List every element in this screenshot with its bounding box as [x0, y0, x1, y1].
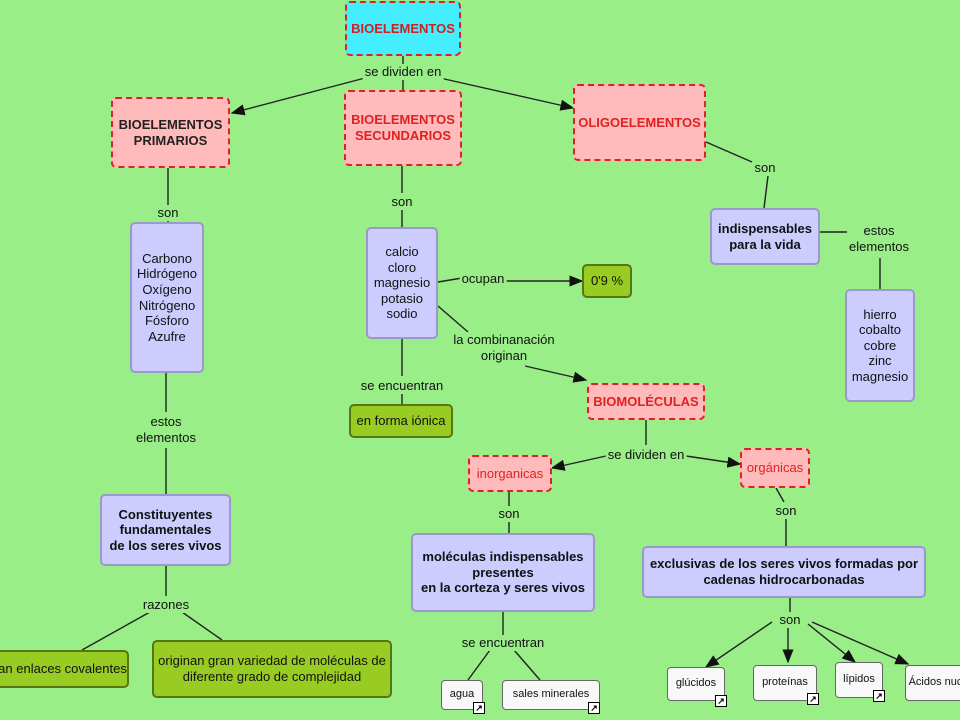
- node-acidos-nucleicos[interactable]: Ácidos nuc: [905, 665, 960, 701]
- node-sales-minerales[interactable]: sales minerales: [502, 680, 600, 710]
- node-forma-ionica[interactable]: en forma iónica: [349, 404, 453, 438]
- label-combinacion-originan: la combinanación originan: [451, 332, 557, 365]
- node-indispensables[interactable]: indispensables para la vida: [710, 208, 820, 265]
- link-icon[interactable]: ↗: [873, 690, 885, 702]
- node-porcentaje[interactable]: 0'9 %: [582, 264, 632, 298]
- label-son-organicas: son: [773, 503, 799, 520]
- node-lista-primarios[interactable]: Carbono Hidrógeno Oxígeno Nitrógeno Fósf…: [130, 222, 204, 373]
- label-son-biomoleculas-organicas: son: [777, 612, 803, 629]
- node-organicas[interactable]: orgánicas: [740, 448, 810, 488]
- label-razones: razones: [140, 597, 192, 614]
- node-biomoleculas[interactable]: BIOMOLÉCULAS: [587, 383, 705, 420]
- node-lipidos[interactable]: lípidos: [835, 662, 883, 698]
- label-ocupan: ocupan: [459, 271, 507, 288]
- label-se-dividen-en-biomoleculas: se dividen en: [605, 447, 687, 464]
- link-icon[interactable]: ↗: [807, 693, 819, 705]
- label-son-primarios: son: [155, 205, 181, 222]
- node-variedad-moleculas[interactable]: originan gran variedad de moléculas de d…: [152, 640, 392, 698]
- label-son-secundarios: son: [389, 194, 415, 211]
- node-exclusivas[interactable]: exclusivas de los seres vivos formadas p…: [642, 546, 926, 598]
- label-estos-elementos-oligo: estos elementos: [847, 223, 911, 256]
- label-son-inorganicas: son: [496, 506, 522, 523]
- node-constituyentes[interactable]: Constituyentes fundamentales de los sere…: [100, 494, 231, 566]
- label-se-encuentran-moleculas: se encuentran: [459, 635, 547, 652]
- node-oligoelementos[interactable]: OLIGOELEMENTOS: [573, 84, 706, 161]
- node-lista-oligo[interactable]: hierro cobalto cobre zinc magnesio: [845, 289, 915, 402]
- node-enlaces-covalentes[interactable]: an enlaces covalentes: [0, 650, 129, 688]
- node-inorganicas[interactable]: inorganicas: [468, 455, 552, 492]
- label-se-dividen-en: se dividen en: [362, 64, 444, 81]
- link-icon[interactable]: ↗: [715, 695, 727, 707]
- node-bioelementos-primarios[interactable]: BIOELEMENTOS PRIMARIOS: [111, 97, 230, 168]
- node-proteinas[interactable]: proteínas: [753, 665, 817, 701]
- link-icon[interactable]: ↗: [588, 702, 600, 714]
- label-se-encuentran-ionica: se encuentran: [358, 378, 446, 395]
- node-bioelementos[interactable]: BIOELEMENTOS: [345, 1, 461, 56]
- label-son-oligo: son: [752, 160, 778, 177]
- label-estos-elementos-primarios: estos elementos: [134, 414, 198, 447]
- node-bioelementos-secundarios[interactable]: BIOELEMENTOS SECUNDARIOS: [344, 90, 462, 166]
- node-lista-secundarios[interactable]: calcio cloro magnesio potasio sodio: [366, 227, 438, 339]
- link-icon[interactable]: ↗: [473, 702, 485, 714]
- node-moleculas-indispensables[interactable]: moléculas indispensables presentes en la…: [411, 533, 595, 612]
